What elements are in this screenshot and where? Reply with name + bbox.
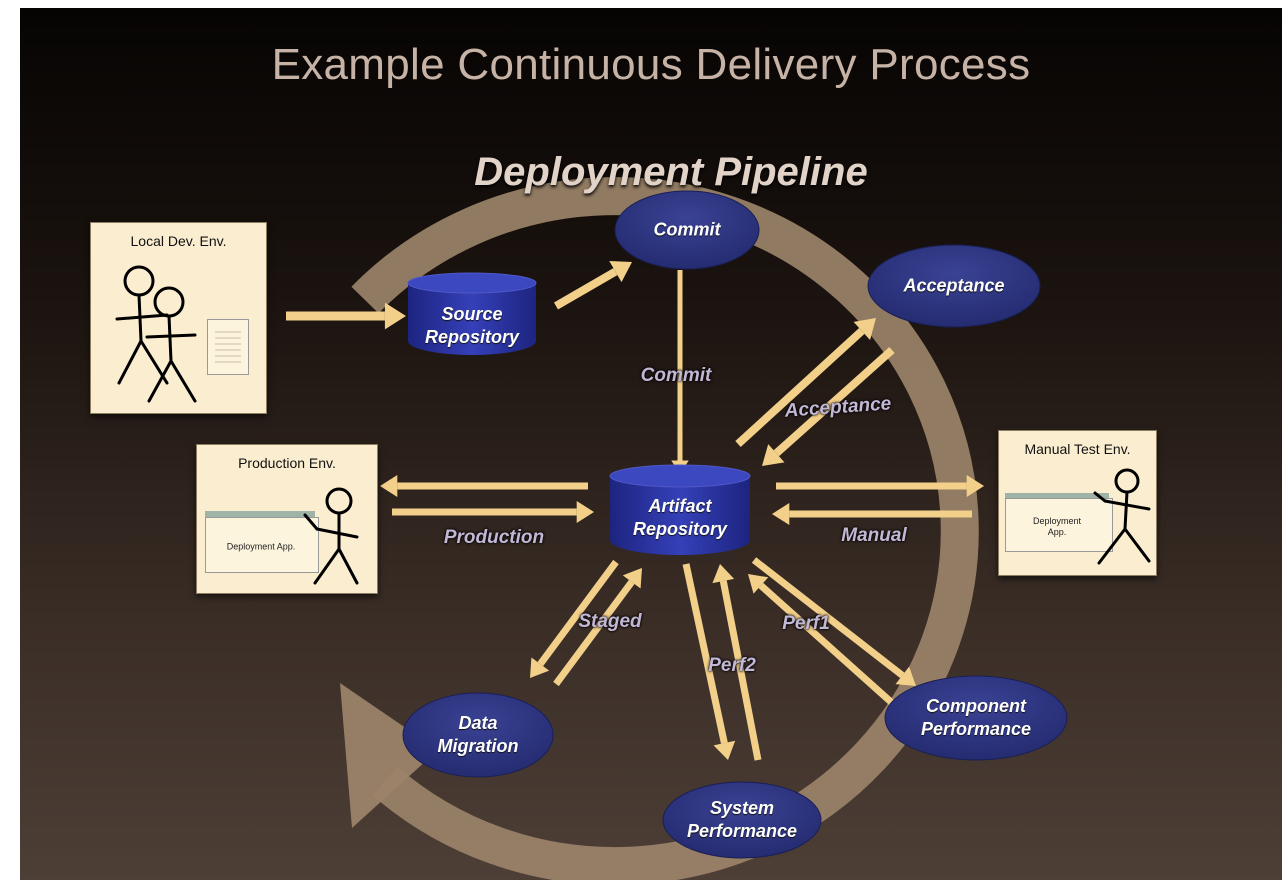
cycle-arrow: [340, 177, 979, 880]
acceptance-node-label: Acceptance: [903, 275, 1005, 296]
arrow-source-to-commit: [553, 261, 632, 310]
system-performance-label: System Performance: [686, 798, 798, 841]
manual-test-env-label: Manual Test Env.: [1024, 441, 1131, 457]
developers-stick-figures-icon: [115, 265, 197, 403]
arrow-artifact-to-acceptance: [735, 318, 876, 447]
artifact-repository-label: Artifact Repository: [632, 496, 728, 539]
arrow-artifact-to-component-performance: [751, 557, 916, 686]
arrow-artifact-to-production: [380, 474, 588, 498]
acceptance-node: [867, 244, 1041, 328]
tester-stick-figure-icon: [1093, 468, 1151, 565]
arrow-artifact-to-data-migration: [530, 559, 619, 678]
data-migration-node: [402, 692, 554, 778]
staged-edge-label: Staged: [578, 611, 642, 632]
manual-test-env-panel: Manual Test Env. Deployment App.: [998, 430, 1157, 576]
slide-title: Example Continuous Delivery Process: [271, 40, 1031, 89]
component-performance-node: [884, 675, 1068, 761]
production-edge-label: Production: [443, 527, 545, 548]
arrow-system-performance-to-artifact: [712, 564, 762, 761]
perf1-edge-label: Perf1: [782, 613, 830, 634]
artifact-repository-cylinder: [609, 464, 751, 555]
perf2-edge-label: Perf2: [708, 655, 756, 676]
operator-stick-figure-icon: [303, 487, 359, 585]
component-performance-label: Component Performance: [920, 696, 1032, 739]
arrow-artifact-to-manual: [776, 474, 984, 498]
system-performance-node: [662, 781, 822, 859]
commit-edge-label: Commit: [640, 365, 712, 386]
commit-node: [614, 190, 760, 270]
data-migration-label: Data Migration: [437, 713, 519, 756]
production-env-panel: Production Env. Deployment App.: [196, 444, 378, 594]
manual-deployment-app-box: [1005, 498, 1113, 552]
source-repository-label: Source Repository: [424, 304, 520, 347]
local-dev-env-label: Local Dev. Env.: [130, 233, 227, 249]
arrow-production-to-artifact: [392, 500, 594, 524]
document-icon: [207, 319, 249, 375]
commit-node-label: Commit: [653, 219, 721, 240]
slide: Example Continuous Delivery Process Depl…: [20, 8, 1282, 880]
source-repository-cylinder: [407, 272, 537, 355]
manual-edge-label: Manual: [841, 525, 907, 546]
flow-arrows: [286, 261, 984, 761]
production-app-bar: [205, 511, 315, 517]
arrow-manual-to-artifact: [772, 502, 972, 526]
arrow-data-migration-to-artifact: [553, 568, 642, 687]
manual-app-bar: [1005, 493, 1109, 498]
arrow-acceptance-to-artifact: [762, 347, 895, 466]
production-deployment-app-label: Deployment App.: [226, 541, 296, 552]
arrow-component-performance-to-artifact: [748, 574, 903, 713]
manual-deployment-app-label: Deployment App.: [1032, 516, 1082, 537]
pipeline-subtitle: Deployment Pipeline: [474, 150, 868, 194]
pipeline-diagram: [286, 177, 1068, 880]
production-env-label: Production Env.: [238, 455, 336, 471]
production-deployment-app-box: [205, 517, 319, 573]
local-dev-env-panel: Local Dev. Env.: [90, 222, 267, 414]
arrow-artifact-to-system-performance: [682, 563, 736, 760]
arrow-local-to-source: [286, 302, 406, 330]
